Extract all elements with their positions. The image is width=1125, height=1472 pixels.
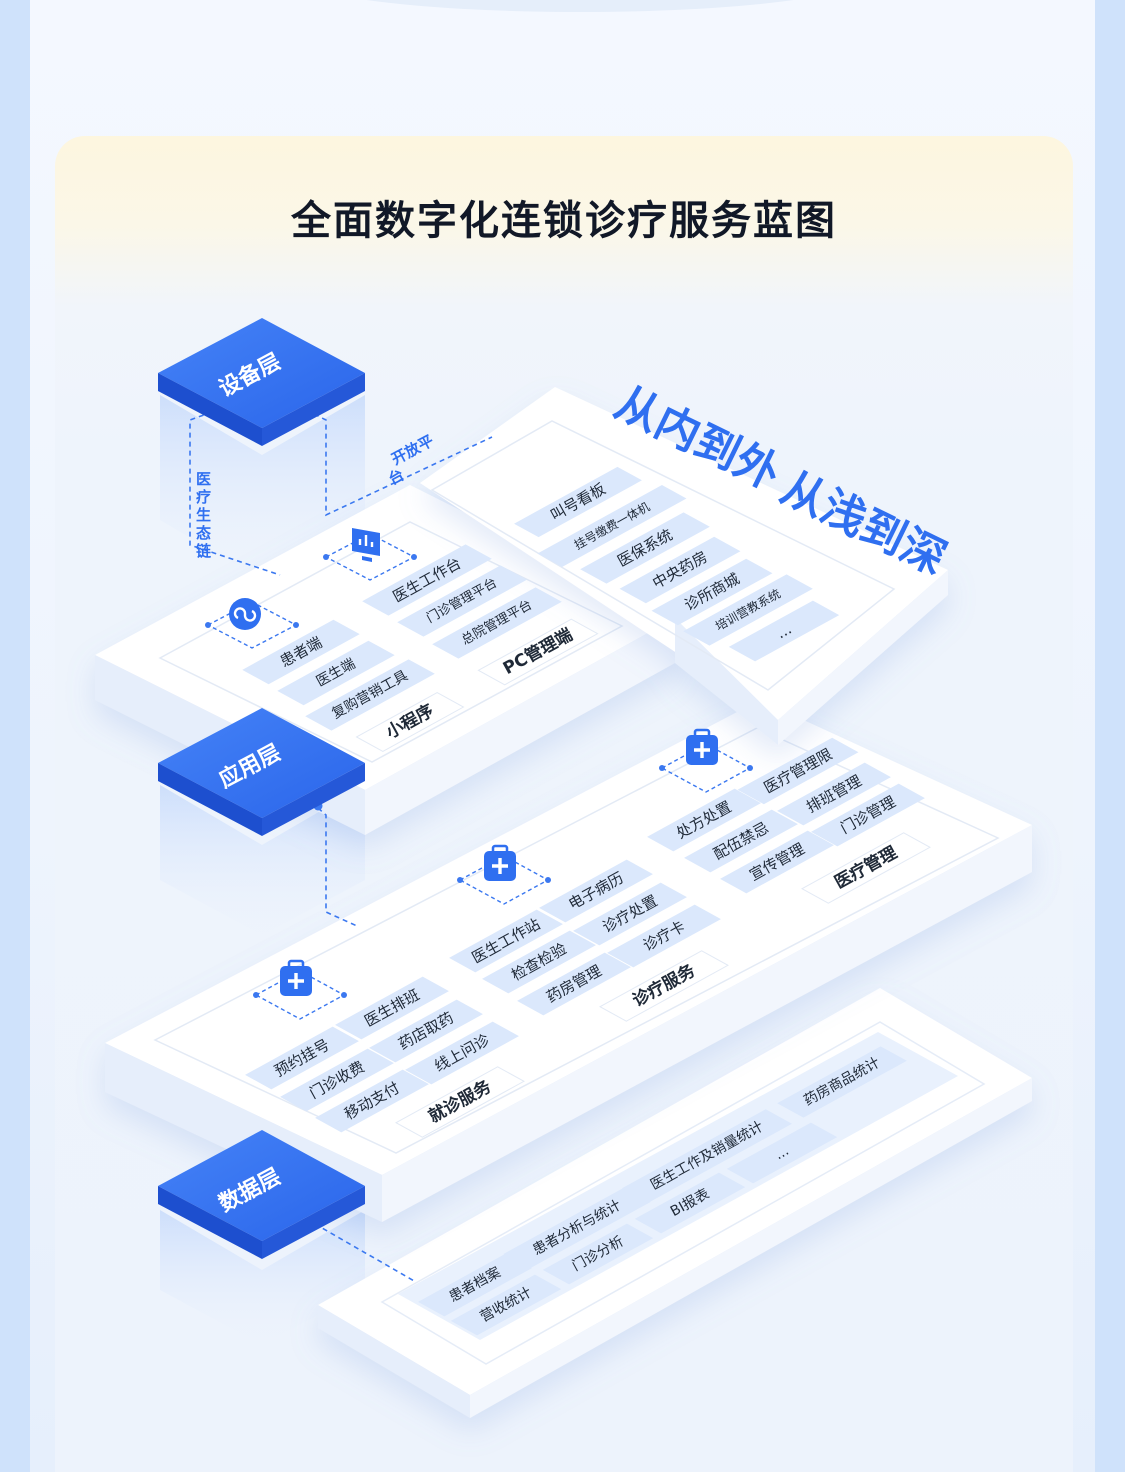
layer-tile-data: 数据层 (158, 1130, 365, 1259)
clinic-item-0-cell (449, 909, 563, 973)
open-platform-label-2: 台 (385, 466, 407, 489)
med-mgmt-item-5-cell (811, 783, 925, 847)
med-mgmt-item-3-cell (777, 762, 891, 826)
device-item-5-cell (683, 574, 813, 646)
ecosystem-char-2: 疗 (196, 488, 211, 506)
clinic-item-4-cell (517, 952, 631, 1016)
open-platform-label: 开放平 (388, 432, 436, 469)
layer-tile-device: 设备层 (158, 318, 365, 446)
ecosystem-char-1: 医 (196, 470, 211, 488)
medical-kit-icon-2 (457, 844, 551, 905)
visit-item-4-cell (315, 1069, 429, 1133)
medical-kit-icon-3 (253, 959, 347, 1020)
data-item-0-cell (418, 1253, 532, 1317)
clinic-item-1-cell (539, 859, 653, 923)
layer-tile-application: 应用层 (158, 708, 365, 836)
medical-kit-icon-1 (659, 728, 753, 793)
data-item-4-cell (450, 1274, 562, 1336)
data-item-1-cell (503, 1187, 651, 1269)
clinic-title-cell (599, 950, 729, 1022)
clinic-item-5-cell (607, 904, 721, 968)
mini-item-0-cell (242, 619, 360, 685)
pc-title-cell (477, 618, 599, 686)
data-item-2-cell (622, 1109, 792, 1203)
ecosystem-char-5: 链 (196, 542, 212, 560)
ecosystem-char-3: 生 (196, 506, 211, 524)
pc-item-0-cell (362, 544, 492, 616)
data-item-6-cell (634, 1172, 746, 1234)
med-mgmt-item-0-cell (647, 788, 761, 852)
data-item-7-cell (726, 1122, 838, 1184)
clinic-item-2-cell (482, 930, 596, 994)
page-title: 全面数字化连锁诊疗服务蓝图 (291, 198, 837, 244)
visit-title-cell (395, 1066, 525, 1138)
device-item-4-cell (651, 558, 773, 626)
pc-item-2-cell (432, 587, 562, 659)
ecosystem-char-4: 态 (196, 524, 211, 542)
device-item-6-cell (728, 600, 840, 662)
mini-title-cell (355, 692, 465, 752)
mini-program-icon (205, 598, 299, 649)
mini-item-1-cell (277, 640, 395, 706)
device-item-2-cell (580, 512, 710, 584)
med-mgmt-item-1-cell (737, 737, 859, 805)
med-mgmt-item-2-cell (684, 809, 798, 873)
device-item-1-cell (537, 485, 687, 567)
visit-item-5-cell (405, 1021, 519, 1085)
device-item-3-cell (619, 536, 741, 604)
med-mgmt-item-4-cell (720, 830, 834, 894)
med-mgmt-title-cell (801, 832, 931, 904)
visit-item-1-cell (335, 976, 449, 1040)
device-item-0-cell (514, 466, 642, 538)
data-item-3-cell (777, 1046, 907, 1118)
visit-item-0-cell (245, 1026, 359, 1090)
clinic-item-3-cell (573, 882, 687, 946)
mini-item-2-cell (305, 659, 435, 731)
visit-item-3-cell (369, 999, 483, 1063)
pc-item-1-cell (397, 565, 527, 637)
monitor-icon (323, 528, 417, 581)
layer-pillars (160, 395, 365, 1345)
data-item-5-cell (542, 1223, 654, 1285)
visit-item-2-cell (280, 1048, 394, 1112)
